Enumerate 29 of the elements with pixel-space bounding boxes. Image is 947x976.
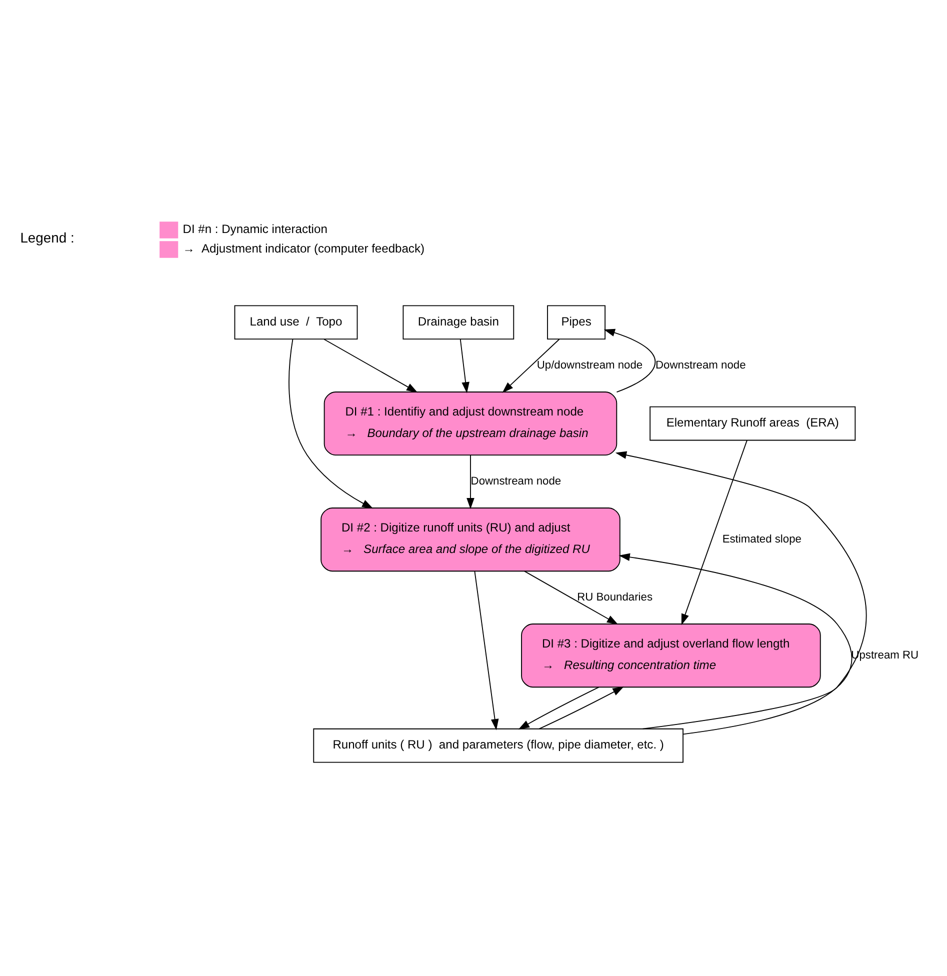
- legend-label: DI #n : Dynamic interaction: [182, 222, 328, 236]
- arrow: [681, 439, 748, 625]
- node-box: Land use / Topo: [234, 304, 358, 340]
- node-box: DI #2 : Digitize runoff units (RU) and adjust → Surface area and slope of the digitized RU: [320, 507, 620, 572]
- arrow: [288, 338, 374, 508]
- node-box: Drainage basin: [402, 304, 514, 340]
- edge-label: Downstream node: [470, 474, 562, 487]
- node-box: Pipes: [547, 304, 606, 340]
- node-box: Elementary Runoff areas (ERA): [650, 406, 856, 440]
- node-box: Runoff units ( RU ) and parameters (flow, pipe diameter, etc. ): [313, 728, 684, 762]
- arrow: [466, 454, 474, 509]
- arrow: [524, 570, 618, 624]
- edge-label: RU Boundaries: [577, 590, 653, 603]
- edge-label: Estimated slope: [722, 532, 802, 545]
- arrow: [518, 686, 600, 729]
- legend-label: → Adjustment indicator (computer feedback): [182, 241, 424, 256]
- arrow: [502, 338, 560, 392]
- edge-label: Downstream node: [656, 358, 746, 371]
- arrow: [615, 450, 867, 729]
- arrow: [604, 328, 656, 392]
- arrow: [474, 570, 499, 730]
- edge-label: Up/downstream node: [536, 358, 643, 371]
- label: Legend :: [20, 229, 74, 246]
- arrow: [538, 686, 624, 729]
- node-box: DI #1 : Identifiy and adjust downstream node → Boundary of the upstream drainage basin: [324, 391, 618, 456]
- node-box: DI #3 : Digitize and adjust overland flow length → Resulting concentration time: [521, 623, 821, 688]
- arrow: [324, 338, 418, 392]
- arrow: [460, 338, 470, 393]
- arrow: [618, 552, 852, 734]
